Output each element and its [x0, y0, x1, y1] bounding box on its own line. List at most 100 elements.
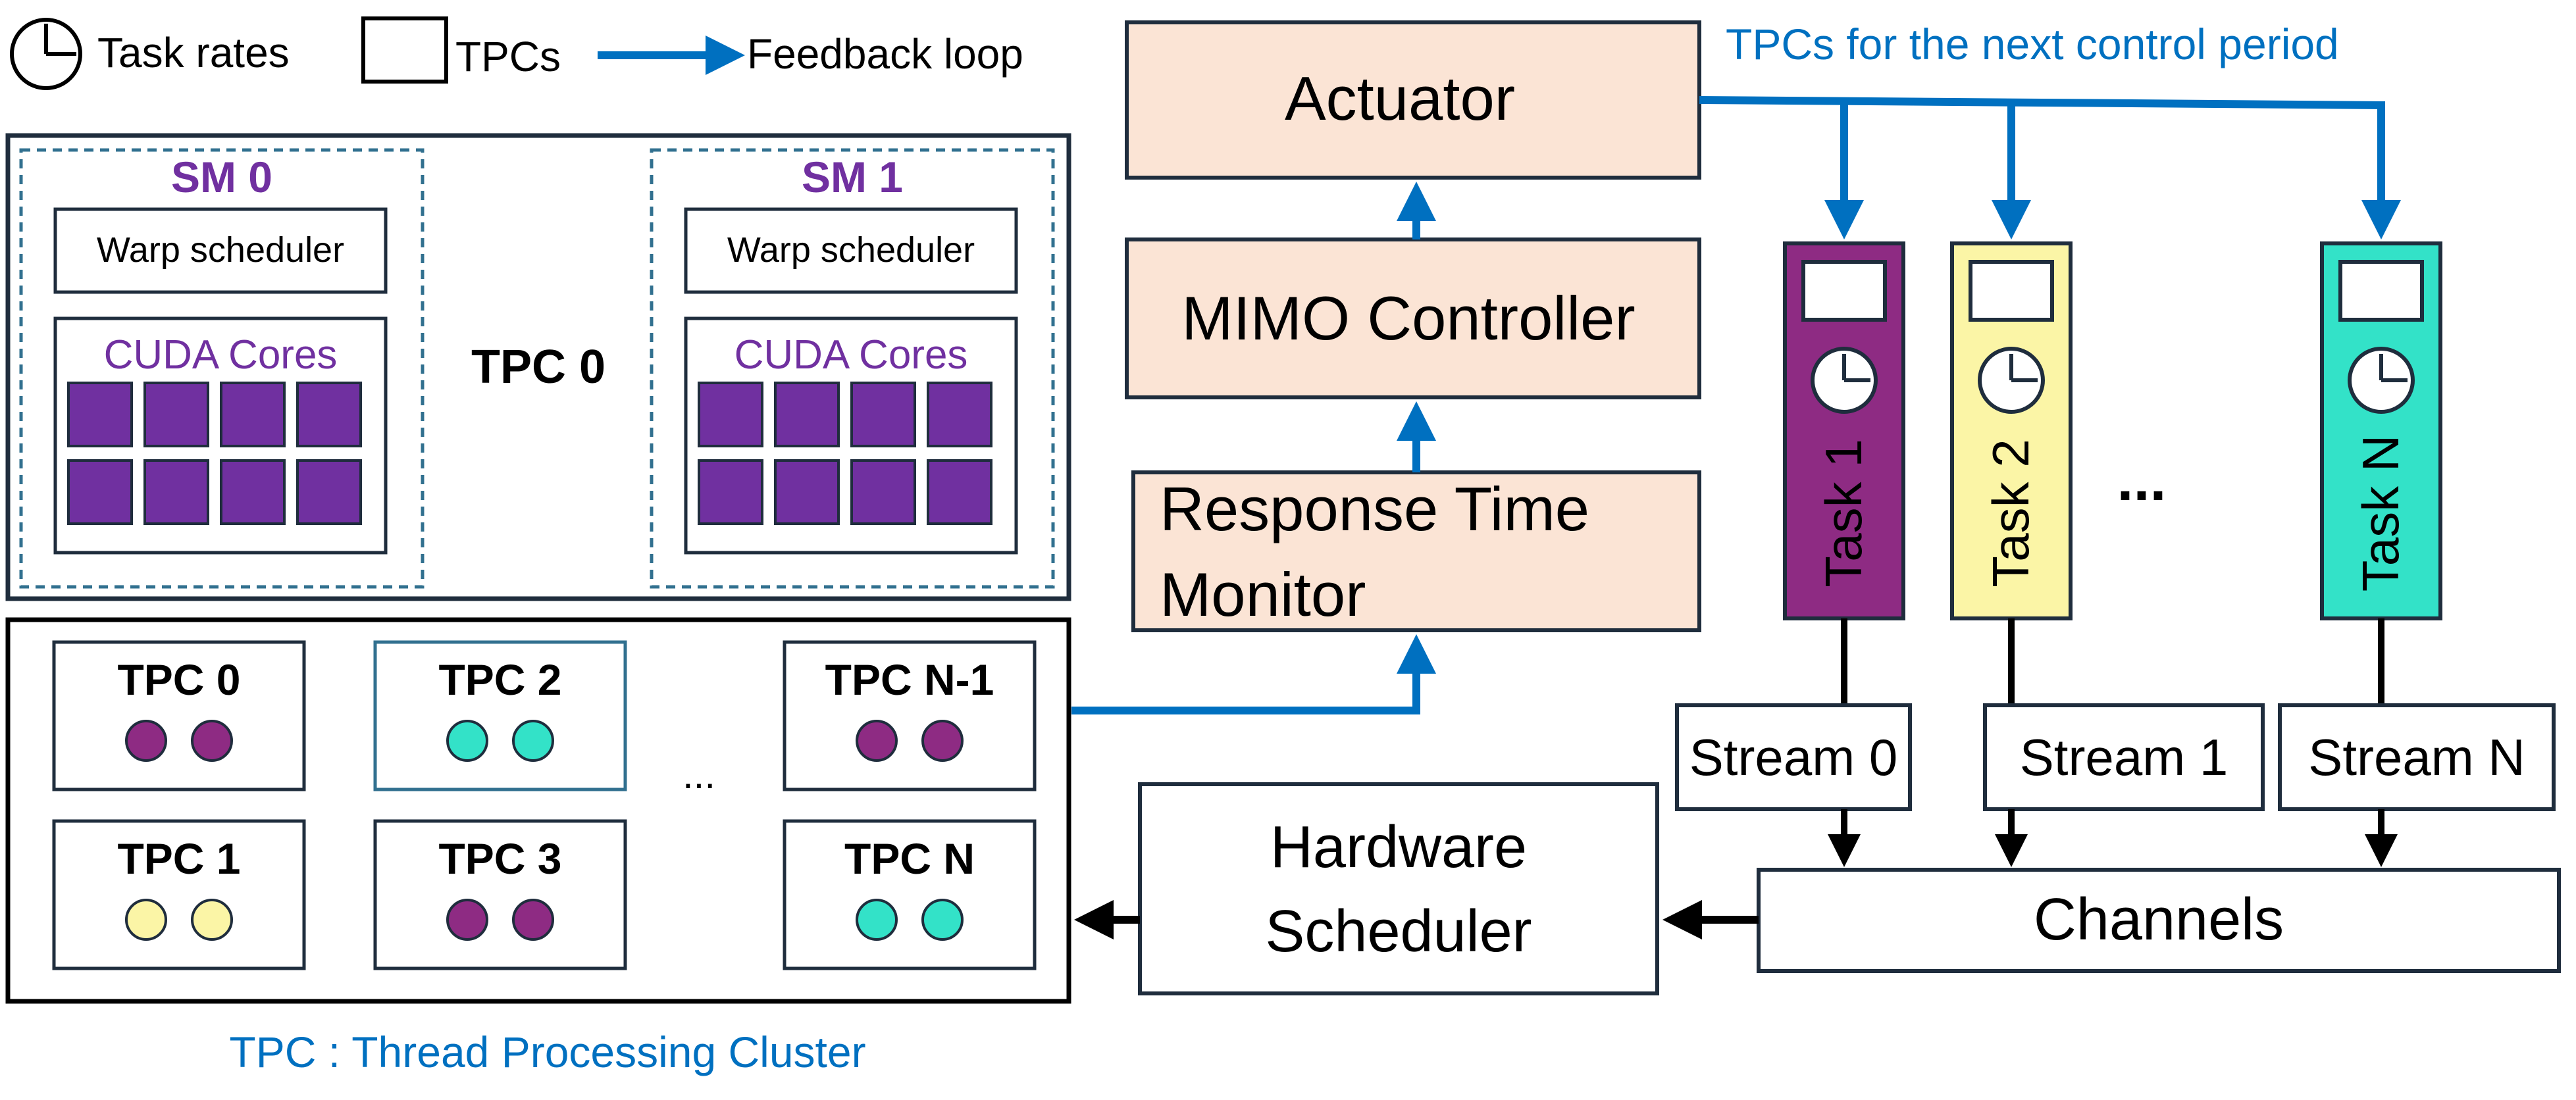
cuda-core	[927, 382, 992, 447]
task-column: Task 1 Stream 0	[1675, 103, 1912, 867]
cuda-core	[774, 459, 840, 525]
tpc-dot	[512, 899, 554, 941]
tpc0-detail-panel: SM 0 Warp scheduler CUDA Cores SM 1 Warp…	[5, 133, 1071, 601]
sm0-warp-scheduler	[53, 207, 388, 294]
task-label: Task 1	[1815, 439, 1872, 587]
response-time-monitor-box	[1131, 470, 1701, 632]
task-column: Task N Stream N	[2278, 103, 2556, 867]
tpc-cell-label: TPC 3	[438, 834, 561, 883]
cuda-core	[67, 382, 133, 447]
hardware-scheduler-box	[1138, 782, 1659, 995]
tpc-legend-box-icon	[361, 16, 448, 84]
cuda-core	[220, 459, 286, 525]
stream-label: Stream N	[2308, 728, 2525, 786]
channels-box	[1757, 868, 2561, 973]
legend: Task rates TPCs Feedback loop	[10, 16, 1023, 90]
monitor-label-line1: Response Time	[1160, 474, 1589, 543]
next-period-label: TPCs for the next control period	[1726, 20, 2339, 68]
tpc-cell: TPC 2	[373, 640, 627, 791]
stream-label: Stream 0	[1689, 728, 1897, 786]
tpc-cell: TPC 1	[52, 819, 306, 970]
tpc-dot	[191, 899, 233, 941]
actuator-label: Actuator	[1285, 64, 1515, 133]
legend-tpcs: TPCs	[455, 33, 561, 80]
channels-label: Channels	[2034, 887, 2284, 953]
cuda-core	[698, 459, 763, 525]
sm1-warp-scheduler	[684, 207, 1018, 294]
actuator-bus-line	[1699, 96, 2386, 109]
cuda-core	[850, 459, 916, 525]
stream-box	[1983, 703, 2265, 811]
cuda-core	[67, 459, 133, 525]
cuda-core	[850, 382, 916, 447]
stream-label: Stream 1	[2020, 728, 2228, 786]
sm0-title: SM 0	[171, 153, 272, 201]
sm1-title: SM 1	[802, 153, 903, 201]
tpc-cell-label: TPC 2	[438, 655, 561, 704]
tpc-cell-label: TPC N-1	[825, 655, 994, 704]
tpc-cell-label: TPC N	[844, 834, 975, 883]
control-loop: Actuator MIMO Controller Response Time M…	[1071, 20, 2386, 714]
mimo-controller-box	[1125, 238, 1701, 399]
cuda-core	[927, 459, 992, 525]
clock-hands-icon	[2009, 354, 2038, 382]
sm0-warp-label: Warp scheduler	[97, 230, 344, 270]
sm1-cores-label: CUDA Cores	[734, 332, 968, 378]
tpc-slot-icon	[1969, 260, 2054, 322]
clock-hands-icon	[2379, 354, 2408, 382]
sm0-block: SM 0 Warp scheduler CUDA Cores	[19, 148, 425, 589]
tpcs-to-monitor-arrow	[1071, 634, 1436, 714]
stream-box	[1675, 703, 1912, 811]
sm0-core-grid	[67, 382, 362, 525]
monitor-label-line2: Monitor	[1160, 560, 1366, 629]
tpc-cell: TPC N	[783, 819, 1037, 970]
tpc-dot	[921, 720, 964, 762]
task-label: Task 2	[1982, 439, 2040, 587]
tpc-cell: TPC 3	[373, 819, 627, 970]
tpc-cell-label: TPC 0	[117, 655, 240, 704]
tpc-dot	[125, 899, 167, 941]
hw-scheduler-line1: Hardware	[1270, 814, 1527, 880]
tpc-slot-icon	[1801, 260, 1887, 322]
legend-feedback-loop: Feedback loop	[747, 30, 1023, 78]
cuda-core	[143, 382, 209, 447]
sm1-block: SM 1 Warp scheduler CUDA Cores	[650, 148, 1055, 589]
tpc-dot	[125, 720, 167, 762]
tpc-cell: TPC N-1	[783, 640, 1037, 791]
task-columns: Task 1 Stream 0 Task 2 Stream 1 Task N Stream…	[1675, 103, 2556, 867]
tpc-slot-icon	[2338, 260, 2424, 322]
legend-task-rates: Task rates	[97, 29, 290, 76]
tpc-cell: TPC 0	[52, 640, 306, 791]
actuator-box	[1125, 20, 1701, 180]
cuda-core	[698, 382, 763, 447]
cuda-core	[296, 459, 362, 525]
tpc-dot	[512, 720, 554, 762]
sm1-core-grid	[698, 382, 992, 525]
task-column: Task 2 Stream 1	[1950, 103, 2265, 867]
sm0-cores-label: CUDA Cores	[104, 332, 338, 378]
tpc-grid-ellipsis: ...	[683, 753, 715, 797]
tpc0-detail-label: TPC 0	[471, 341, 605, 393]
tpc-cell-label: TPC 1	[117, 834, 240, 883]
tpc-dot	[856, 899, 898, 941]
cuda-core	[143, 459, 209, 525]
mimo-controller-label: MIMO Controller	[1181, 284, 1635, 353]
tpc-dot	[856, 720, 898, 762]
cuda-core	[220, 382, 286, 447]
tpc-dot	[446, 720, 488, 762]
task-label: Task N	[2352, 435, 2409, 591]
caption: TPC : Thread Processing Cluster	[229, 1028, 865, 1076]
cuda-core	[774, 382, 840, 447]
cuda-core	[296, 382, 362, 447]
tpc-dot	[191, 720, 233, 762]
stream-box	[2278, 703, 2556, 811]
tpc-dot	[921, 899, 964, 941]
sm1-warp-label: Warp scheduler	[727, 230, 975, 270]
tasks-ellipsis: ...	[2117, 447, 2166, 513]
tpc-dot	[446, 899, 488, 941]
hw-scheduler-line2: Scheduler	[1265, 899, 1532, 964]
clock-hands-icon	[1842, 354, 1870, 382]
clock-icon	[10, 18, 82, 90]
